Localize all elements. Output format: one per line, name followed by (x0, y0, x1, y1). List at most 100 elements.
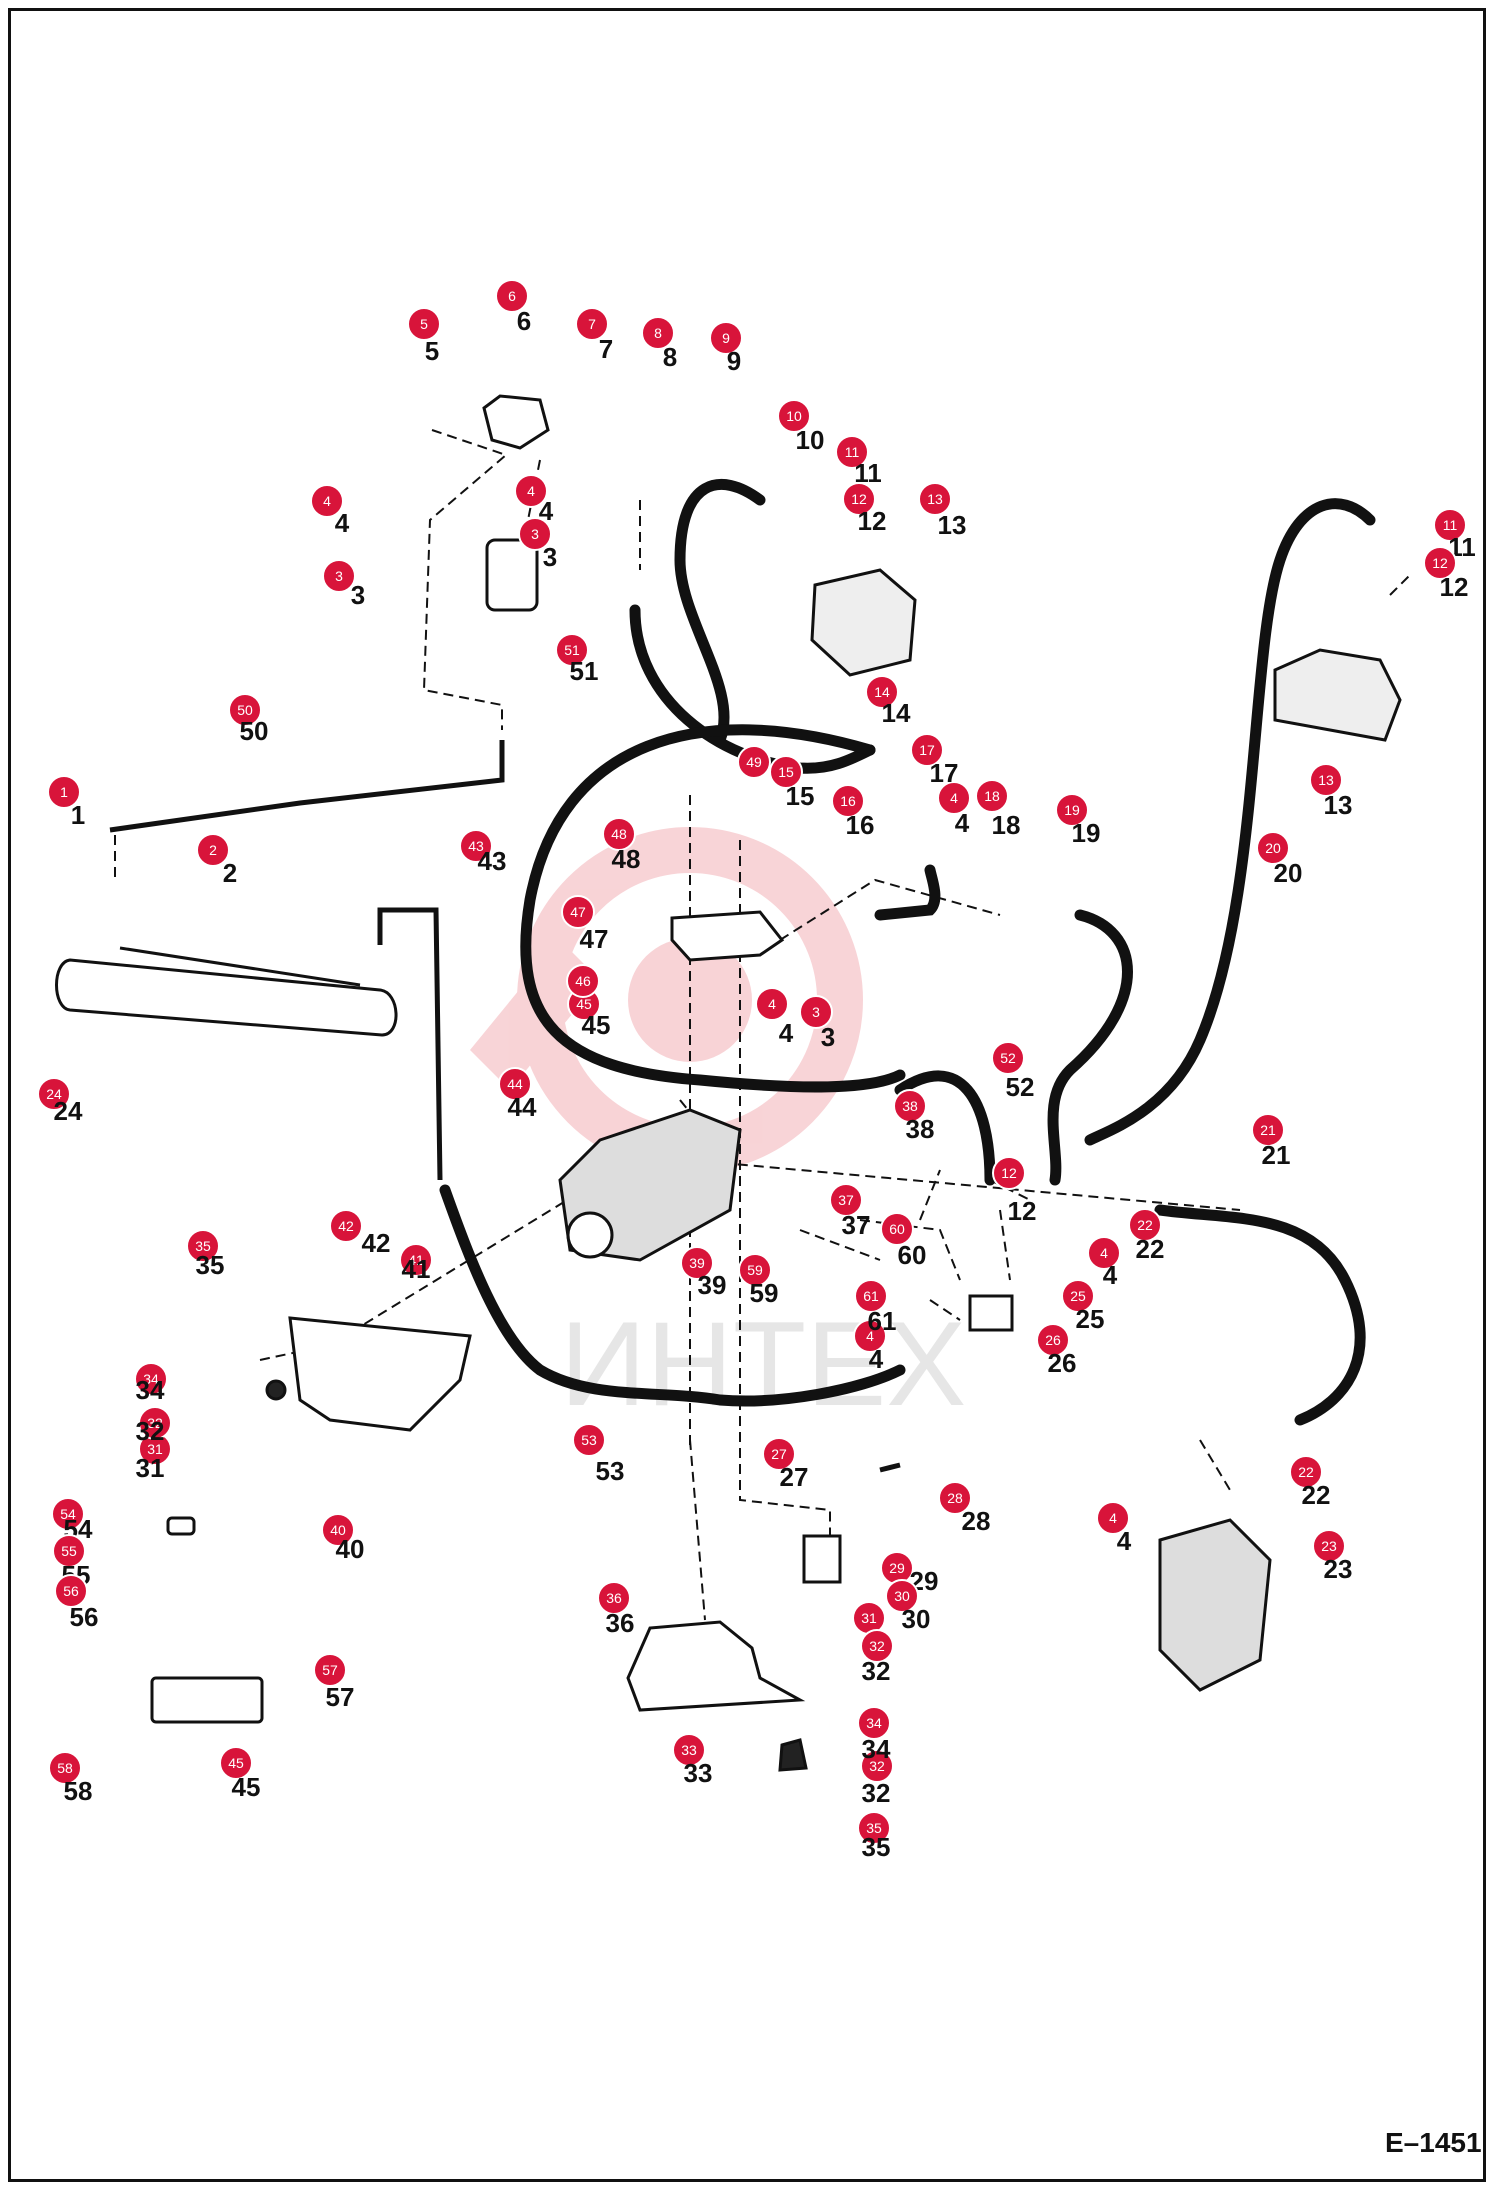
callout-badge-number: 4 (1109, 1510, 1117, 1526)
callout-badge-number: 45 (576, 996, 592, 1012)
callout-badge-number: 6 (508, 288, 516, 304)
callout-badge-46 (566, 964, 600, 998)
callout-badge-32 (860, 1749, 894, 1783)
part-label: 31 (136, 1453, 165, 1483)
part-label: 10 (796, 425, 825, 455)
callout-badge-4 (1096, 1501, 1130, 1535)
callout-badge-number: 9 (722, 330, 730, 346)
part-label: 53 (596, 1456, 625, 1486)
part-label: 23 (1324, 1554, 1353, 1584)
part-label: 15 (786, 781, 815, 811)
part-label: 5 (425, 336, 439, 366)
callout-badge-number: 2 (209, 842, 217, 858)
part-label: 4 (539, 496, 554, 526)
part-label: 59 (750, 1278, 779, 1308)
callout-badge-number: 4 (527, 483, 535, 499)
part-label: 22 (1136, 1234, 1165, 1264)
part-label: 38 (906, 1114, 935, 1144)
callout-badge-number: 36 (606, 1590, 622, 1606)
callout-badge-52 (991, 1041, 1025, 1075)
callout-badge-number: 34 (866, 1715, 882, 1731)
callout-badge-34 (134, 1362, 168, 1396)
callout-badge-36 (597, 1581, 631, 1615)
callout-badge-10 (777, 399, 811, 433)
drive-motor-rear (1273, 648, 1402, 742)
part-label: 4 (779, 1018, 794, 1048)
callout-badge-17 (910, 733, 944, 767)
callout-badge-number: 60 (889, 1221, 905, 1237)
callout-badge-47 (561, 895, 595, 929)
part-label: 9 (727, 346, 741, 376)
callout-badge-19 (1055, 793, 1089, 827)
callout-badge-number: 23 (1321, 1538, 1337, 1554)
callout-badge-number: 28 (947, 1490, 963, 1506)
callout-badge-16 (831, 784, 865, 818)
callout-badge-number: 52 (1000, 1050, 1016, 1066)
callout-badge-7 (575, 307, 609, 341)
callout-badge-number: 57 (322, 1662, 338, 1678)
callout-badge-number: 53 (581, 1432, 597, 1448)
figure-code: E–1451 (1385, 2127, 1482, 2158)
part-label: 37 (842, 1210, 871, 1240)
callout-badge-number: 37 (838, 1192, 854, 1208)
callout-badge-number: 51 (564, 642, 580, 658)
part-label: 36 (606, 1608, 635, 1638)
callout-badge-6 (495, 279, 529, 313)
callout-badge-number: 4 (768, 996, 776, 1012)
part-label: 61 (868, 1306, 897, 1336)
callout-badge-48 (602, 817, 636, 851)
callout-badge-number: 4 (1100, 1245, 1108, 1261)
callout-badge-38 (893, 1089, 927, 1123)
callout-badge-number: 13 (1318, 772, 1334, 788)
drive-motor-front (810, 568, 917, 677)
callout-badge-number: 11 (1443, 517, 1458, 533)
callout-badge-14 (865, 675, 899, 709)
filter-head (482, 394, 550, 450)
part-label: 4 (335, 508, 350, 538)
mount-bracket (802, 1534, 842, 1584)
part-label: 33 (684, 1758, 713, 1788)
callout-badge-number: 50 (237, 702, 253, 718)
callout-badge-42 (329, 1209, 363, 1243)
callout-badge-number: 33 (681, 1742, 697, 1758)
callout-badge-number: 12 (851, 491, 867, 507)
part-label: 7 (599, 334, 613, 364)
part-label: 52 (1006, 1072, 1035, 1102)
part-label: 14 (882, 698, 911, 728)
callout-badge-49 (737, 745, 771, 779)
part-label: 4 (1117, 1526, 1132, 1556)
callout-badge-51 (555, 633, 589, 667)
callout-badge-number: 18 (984, 788, 1000, 804)
part-label: 26 (1048, 1348, 1077, 1378)
callout-badge-number: 10 (786, 408, 802, 424)
hydraulic-tank (55, 958, 398, 1037)
callout-badge-3 (518, 517, 552, 551)
callout-badge-4 (310, 484, 344, 518)
callout-badge-number: 42 (338, 1218, 354, 1234)
part-label: 34 (136, 1375, 165, 1405)
callout-badge-11 (1433, 508, 1467, 542)
callout-badge-12 (1423, 546, 1457, 580)
callout-badge-56 (54, 1574, 88, 1608)
part-label: 41 (402, 1254, 431, 1284)
callout-badge-32 (860, 1629, 894, 1663)
callout-badge-number: 5 (420, 316, 428, 332)
callout-badge-number: 32 (147, 1415, 163, 1431)
part-label: 34 (862, 1734, 891, 1764)
callout-badge-8 (641, 316, 675, 350)
callout-badge-2 (196, 833, 230, 867)
valve-block (670, 910, 785, 962)
callout-badge-28 (938, 1481, 972, 1515)
part-label: 56 (70, 1602, 99, 1632)
callout-badge-number: 45 (228, 1755, 244, 1771)
callout-badge-number: 43 (468, 838, 484, 854)
callout-badge-number: 46 (575, 973, 591, 989)
callout-badge-number: 8 (654, 325, 662, 341)
callout-badge-number: 32 (869, 1758, 885, 1774)
callout-badge-number: 31 (861, 1610, 877, 1626)
part-label: 3 (543, 542, 557, 572)
callout-badge-32 (138, 1406, 172, 1440)
filler-cap (166, 1516, 196, 1536)
watermark-text: ИНТЕХ (560, 1297, 966, 1431)
